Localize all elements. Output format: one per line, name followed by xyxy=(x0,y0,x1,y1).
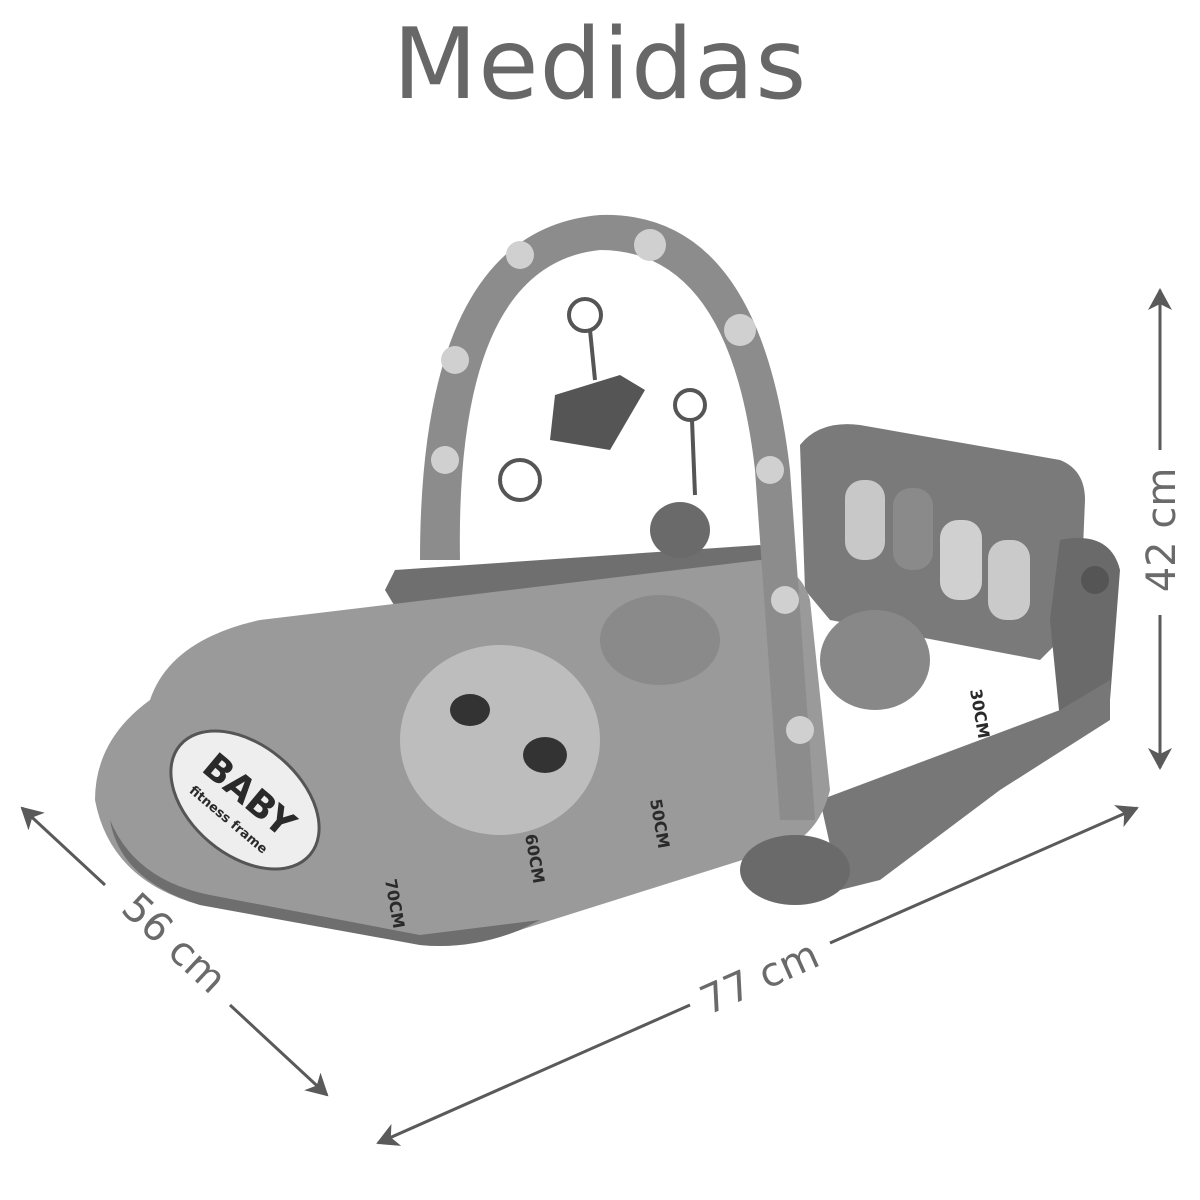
depth-arrow-start xyxy=(20,806,107,887)
mat-character xyxy=(820,610,930,710)
bear-toy xyxy=(650,502,710,558)
width-arrow-end xyxy=(829,805,1139,945)
mat-character xyxy=(400,645,600,835)
piano-key xyxy=(940,520,982,600)
arch xyxy=(420,214,850,905)
piano-panel xyxy=(800,424,1120,720)
height-label: 42 cm xyxy=(1139,468,1185,593)
piano-key xyxy=(988,540,1030,620)
page-title: Medidas xyxy=(392,8,808,122)
width-arrow-start xyxy=(376,1003,691,1146)
play-gym-illustration: BABY fitness frame 70CM 60CM 50CM 30CM xyxy=(95,214,1120,946)
piano-key xyxy=(845,480,885,560)
mat: BABY fitness frame 70CM 60CM 50CM 30CM xyxy=(95,560,993,946)
depth-arrow-end xyxy=(228,1003,329,1097)
piano-key xyxy=(893,488,933,570)
hanging-toys xyxy=(498,297,707,502)
side-rail xyxy=(820,680,1110,890)
height-dimension: 42 cm xyxy=(1139,288,1185,770)
mirror-toy xyxy=(550,375,645,450)
baby-logo: BABY fitness frame xyxy=(169,729,321,871)
mat-character xyxy=(600,595,720,685)
arch-base xyxy=(740,835,850,905)
width-label: 77 cm xyxy=(693,932,826,1025)
ruler-mark: 30CM xyxy=(966,687,993,739)
